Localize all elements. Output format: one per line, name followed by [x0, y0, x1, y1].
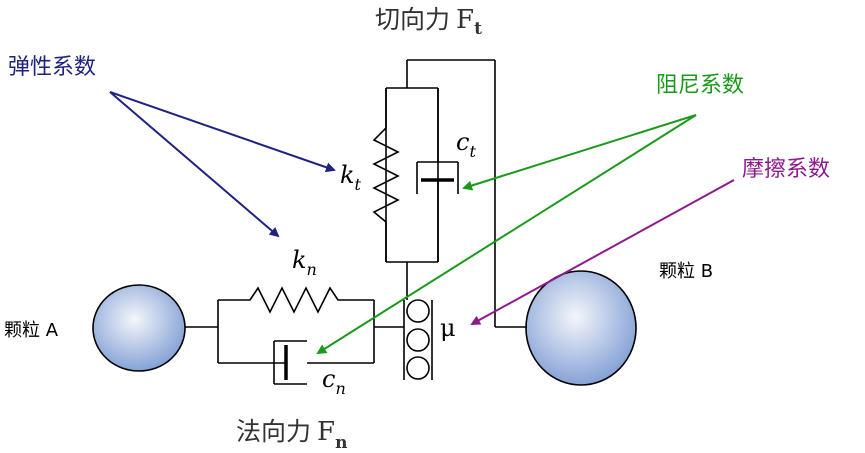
elastic-arrows: [109, 91, 336, 238]
cn-symbol: cn: [322, 365, 346, 398]
damping-arrows: [316, 114, 697, 355]
tangential-spring-damper: [372, 59, 527, 328]
friction-rollers: [403, 299, 433, 380]
kt-symbol: kt: [340, 161, 362, 194]
particle-a-label: 颗粒 A: [4, 320, 59, 341]
mu-symbol: μ: [440, 314, 456, 342]
elastic-coefficient-label: 弹性系数: [8, 55, 96, 80]
friction-coefficient-label: 摩擦系数: [742, 157, 830, 182]
particle-b-label: 颗粒 B: [659, 261, 713, 282]
ct-symbol: ct: [456, 128, 476, 161]
particle-a-circle: [92, 284, 186, 372]
kn-symbol: kn: [292, 246, 317, 279]
friction-arrow: [470, 179, 735, 325]
normal-spring-damper: [185, 286, 404, 385]
particle-b-circle: [525, 270, 637, 386]
damping-coefficient-label: 阻尼系数: [656, 73, 744, 98]
